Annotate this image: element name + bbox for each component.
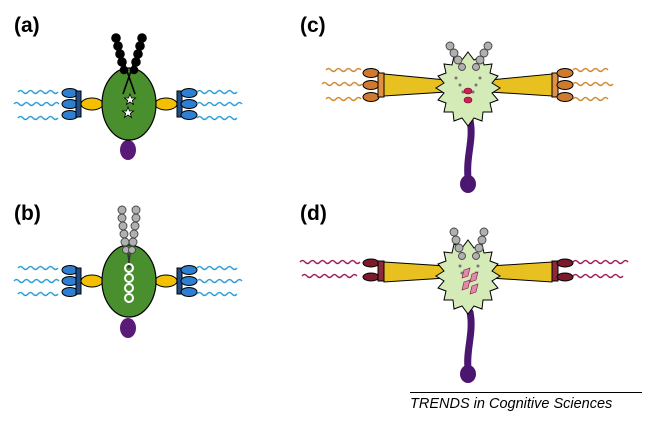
panel-d-left-receptor (362, 258, 447, 283)
panel-b-tail (120, 318, 136, 338)
panel-label-a: (a) (14, 14, 40, 37)
panel-d-right-receptor (489, 258, 574, 283)
panel-d-tail (464, 308, 475, 372)
panel-b-chains (117, 205, 141, 269)
panel-a-chains (111, 33, 147, 95)
panel-label-b: (b) (14, 202, 41, 225)
panel-b-right-ligands (196, 265, 243, 297)
panel-a-tail (120, 140, 136, 160)
panel-a-right-ligands (196, 89, 243, 121)
panel-d-left-ligands (299, 259, 361, 279)
panel-c-tail (464, 116, 475, 182)
panel-c-chains (445, 41, 493, 71)
panel-d-chains (449, 227, 489, 260)
credit-divider (410, 392, 642, 393)
panel-d-markers (461, 267, 479, 295)
panel-a-left-receptor (61, 88, 104, 120)
panel-c-figure (321, 41, 614, 193)
panel-a-body (101, 67, 157, 141)
panel-b-ring-markers (124, 263, 134, 303)
panel-a-figure (13, 33, 243, 160)
panel-c-markers (463, 87, 473, 104)
panel-b-figure (13, 205, 243, 338)
panel-d-right-ligands (572, 259, 629, 279)
panel-c-left-receptor (362, 68, 447, 102)
panel-label-c: (c) (300, 14, 326, 37)
panel-a-right-receptor (154, 88, 198, 120)
panel-a-left-ligands (13, 89, 60, 121)
panel-b-left-receptor (61, 265, 104, 297)
panel-c-left-ligands (321, 67, 363, 102)
journal-credit: TRENDS in Cognitive Sciences (410, 396, 612, 412)
panel-c-tail-end (460, 175, 476, 193)
panel-label-d: (d) (300, 202, 327, 225)
panel-d-figure (299, 227, 629, 383)
panel-d-body (435, 239, 501, 315)
panel-c-right-receptor (489, 68, 574, 102)
panel-b-right-receptor (154, 265, 198, 297)
panel-b-left-ligands (13, 265, 60, 297)
journal-credit-brand: TRENDS (410, 396, 470, 412)
panel-c-right-ligands (572, 67, 614, 102)
journal-credit-rest: in Cognitive Sciences (469, 396, 613, 412)
panel-d-tail-end (460, 365, 476, 383)
panel-a-star-markers (121, 92, 137, 119)
